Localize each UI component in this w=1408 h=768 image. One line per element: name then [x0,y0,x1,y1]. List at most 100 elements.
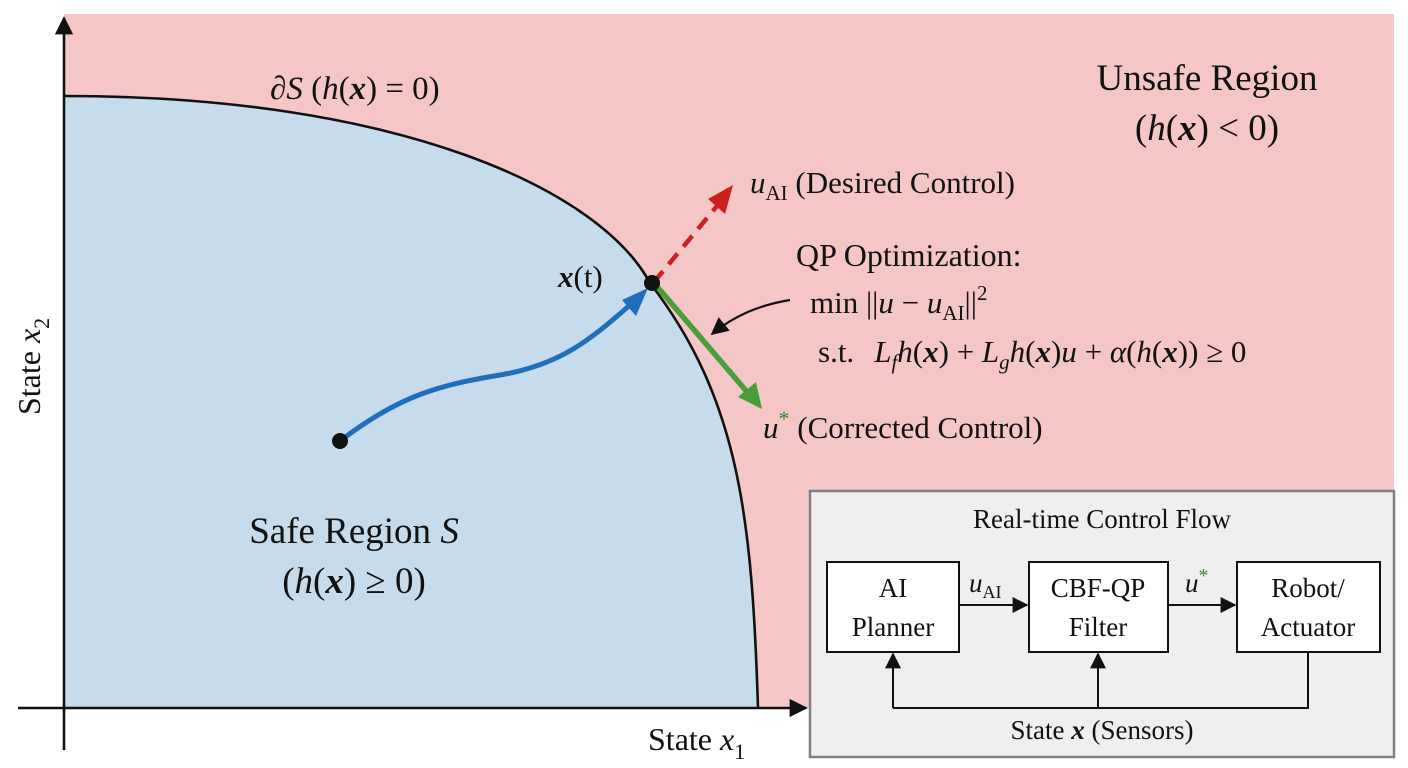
edge-uai-sub: AI [983,582,1002,602]
cbf-qp-filter-line2: Filter [1069,612,1128,642]
qp-u3: u [1061,334,1077,369]
safe-cond-open: ( [282,561,294,602]
qp-rp1: ) + [939,334,982,369]
safety-boundary-curve [63,94,760,709]
unsafe-cond-rel: < 0) [1209,108,1279,149]
qp-square: 2 [977,281,988,305]
qp-lp1: ( [913,334,923,369]
y-axis-label-sub: 2 [29,318,54,329]
qp-u2-sub: AI [942,301,964,325]
corrected-control-arrow [651,281,751,395]
unsafe-cond-h: h [1147,108,1166,149]
qp-rp3: )) ≥ 0 [1178,334,1247,369]
x-axis-label-sub: 1 [734,739,745,764]
start-point [332,433,348,449]
safe-cond-rp: ) [344,561,356,602]
edge-uai-label: uAI [969,568,1002,602]
qp-h3: h [1136,334,1152,369]
qp-f: f [891,350,900,374]
corrected-control-label: u* (Corrected Control) [763,406,1043,445]
desired-sub: AI [766,181,788,205]
qp-rp2: ) [1051,334,1061,369]
qp-lp4: ( [1152,334,1162,369]
safe-title-set: S [440,511,459,552]
qp-lp3: ( [1126,334,1136,369]
qp-objective: min ||u − uAI||2 [810,281,987,325]
safe-region-area [64,96,758,708]
edge-uai-u: u [969,568,983,598]
qp-L2: L [981,334,999,369]
feedback-line [893,652,1309,709]
ai-planner-line2: Planner [852,612,934,642]
trajectory-arrowhead [622,288,648,316]
cbf-qp-filter-box [1028,561,1169,653]
state-point-t: (t) [574,259,603,294]
unsafe-cond-x: x [1177,108,1197,149]
edge-ustar-label: u* [1185,565,1209,598]
feedback-prefix: State [1011,715,1072,745]
desired-u: u [750,165,766,200]
corrected-u: u [763,410,779,445]
qp-lp2: ( [1025,334,1035,369]
qp-annotation-arrow [710,298,791,336]
trajectory-path [337,302,633,444]
x-axis-label: State x1 [648,721,745,764]
desired-control-arrow [652,204,719,284]
safe-region-condition: (h(x) ≥ 0) [282,561,426,602]
qp-x2: x [1035,334,1052,369]
cbf-qp-filter-line1: CBF-QP [1051,573,1146,603]
boundary-rp: ) [366,71,377,107]
qp-L1: L [873,334,891,369]
qp-min: min || [810,285,878,320]
unsafe-cond-lp: ( [1166,108,1178,149]
qp-u2: u [927,285,943,320]
qp-plus: + [1077,334,1110,369]
safe-cond-x: x [324,561,344,602]
y-axis-label: State x2 [11,318,54,415]
boundary-label: ∂S (h(x) = 0) [270,71,440,107]
corrected-control-arrowhead [738,382,762,409]
desired-control-arrowhead [708,185,733,214]
safe-region-title: Safe Region S [249,511,459,552]
qp-st: s.t. [818,334,854,369]
feedback-label: State x (Sensors) [1011,715,1194,745]
qp-minus: − [894,285,927,320]
corrected-text: (Corrected Control) [790,410,1043,445]
robot-actuator-line2: Actuator [1261,612,1355,642]
qp-alpha: α [1110,334,1127,369]
qp-close: || [965,285,977,320]
boundary-x: x [349,71,367,107]
qp-x3: x [1161,334,1178,369]
boundary-open: ( [303,71,322,107]
state-point-x: x [557,259,574,294]
corrected-star: * [779,406,790,431]
y-axis-label-var: x [11,329,47,344]
safe-title-text: Safe Region [249,511,440,552]
qp-h1: h [897,334,913,369]
current-state-point [644,275,660,291]
edge-ustar-star: * [1199,565,1209,587]
qp-u1: u [878,285,894,320]
unsafe-region-title: Unsafe Region [1097,58,1318,99]
robot-actuator-line1: Robot/ [1271,573,1345,603]
boundary-set: S [286,71,303,107]
boundary-partial: ∂ [270,71,286,107]
feedback-suffix: (Sensors) [1085,715,1194,745]
ai-planner-box [826,561,960,653]
qp-x1: x [922,334,939,369]
safe-cond-h: h [295,561,314,602]
unsafe-cond-open: ( [1135,108,1147,149]
feedback-var: x [1070,715,1085,745]
x-axis-label-var: x [719,721,734,757]
unsafe-region-condition: (h(x) < 0) [1135,108,1279,149]
state-point-label: x(t) [557,259,603,294]
x-axis-label-prefix: State [648,721,720,757]
safe-cond-lp: ( [313,561,325,602]
robot-actuator-box [1236,561,1381,653]
safe-cond-rel: ≥ 0) [356,561,426,602]
edge-ustar-u: u [1185,568,1199,598]
y-axis-label-prefix: State [11,343,47,415]
qp-g: g [999,350,1010,374]
unsafe-cond-rp: ) [1197,108,1209,149]
